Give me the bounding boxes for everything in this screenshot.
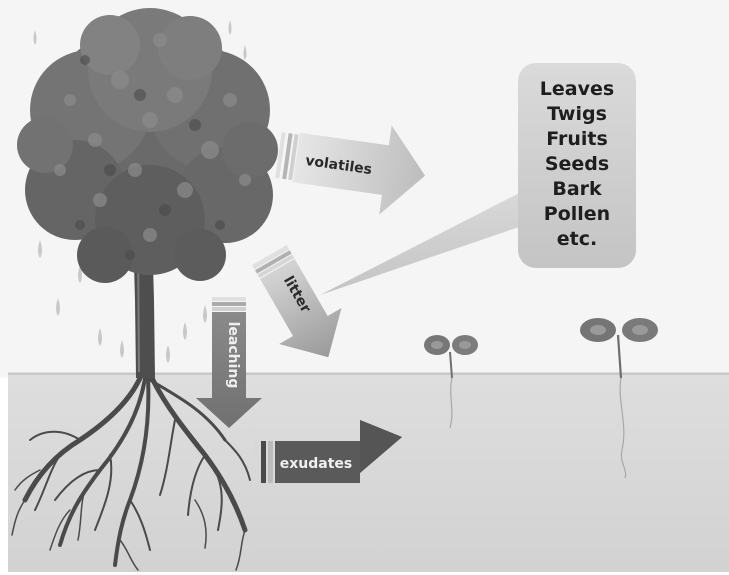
bubble-item-leaves: Leaves	[540, 78, 614, 100]
exudates-label: exudates	[280, 456, 352, 472]
leaching-label: leaching	[225, 322, 241, 389]
bubble-item-bark: Bark	[552, 178, 602, 200]
bubble-item-seeds: Seeds	[545, 153, 609, 175]
bubble-item-pollen: Pollen	[544, 203, 610, 225]
bubble-item-etc: etc.	[557, 228, 597, 250]
bubble-item-fruits: Fruits	[546, 128, 608, 150]
bubble-item-twigs: Twigs	[547, 103, 607, 125]
